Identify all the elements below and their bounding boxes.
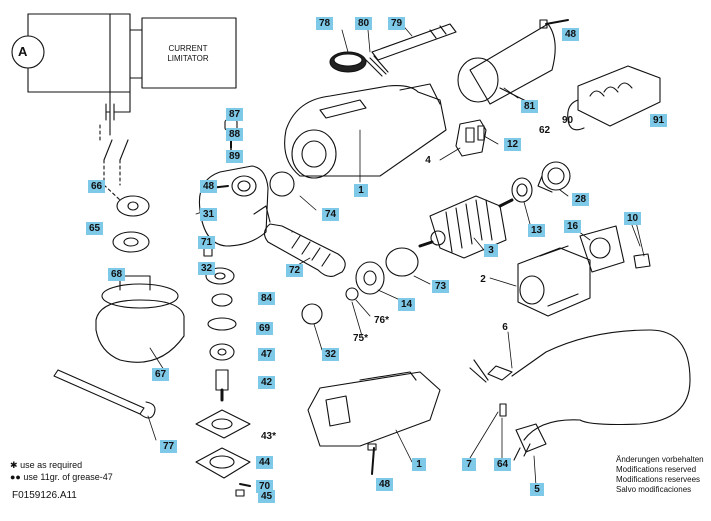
- asterisk-icon: ✱: [10, 460, 18, 470]
- limiter-box: [141, 17, 237, 89]
- nut-65: [112, 231, 150, 253]
- side-handle: [263, 171, 346, 277]
- power-cord: [469, 329, 691, 461]
- callout-48: 48: [376, 478, 394, 491]
- callout-90: 90: [562, 115, 574, 126]
- callout-2: 2: [480, 274, 486, 285]
- wheel-guard: [95, 275, 185, 363]
- callout-42: 42: [258, 376, 276, 389]
- callout-89: 89: [226, 150, 244, 163]
- current-limiter-label: CURRENT LIMITATOR: [150, 44, 226, 64]
- legend-as-required-text: use as required: [20, 460, 83, 470]
- note-line: Salvo modificaciones: [616, 485, 692, 494]
- callout-76: 76*: [374, 315, 390, 326]
- limiter-label-line2: LIMITATOR: [167, 54, 209, 63]
- note-line: Änderungen vorbehalten: [616, 455, 704, 464]
- legend-grease-text: use 11gr. of grease-47: [23, 472, 113, 482]
- callout-78: 78: [316, 17, 334, 30]
- figure-code: F0159126.A11: [12, 490, 77, 501]
- double-dot-icon: ●●: [10, 472, 21, 482]
- callout-31: 31: [200, 208, 218, 221]
- armature: [418, 195, 514, 259]
- callout-10: 10: [624, 212, 642, 225]
- callout-62: 62: [539, 125, 551, 136]
- callout-44: 44: [256, 456, 274, 469]
- motor-symbol: [11, 35, 45, 69]
- callout-7: 7: [462, 458, 476, 471]
- callout-48: 48: [562, 28, 580, 41]
- leader-lines: [147, 21, 645, 487]
- rings-73-76: [301, 247, 419, 325]
- callout-81: 81: [521, 100, 539, 113]
- spanner: [53, 369, 156, 419]
- switch-assembly: [329, 23, 457, 77]
- callout-88: 88: [226, 128, 244, 141]
- callout-1: 1: [412, 458, 426, 471]
- note-line: Modifications reservees: [616, 475, 701, 484]
- bearing-13: [511, 177, 533, 203]
- callout-4: 4: [425, 155, 431, 166]
- callout-14: 14: [398, 298, 416, 311]
- callout-77: 77: [160, 440, 178, 453]
- callout-75: 75*: [353, 333, 369, 344]
- motor-housing-upper: [284, 83, 447, 179]
- callout-32: 32: [322, 348, 340, 361]
- motor-cover: [457, 23, 556, 105]
- legend-grease: ●● use 11gr. of grease-47: [10, 472, 113, 482]
- callout-45: 45: [258, 490, 276, 503]
- callout-43: 43*: [261, 431, 277, 442]
- callout-72: 72: [286, 264, 304, 277]
- callout-79: 79: [388, 17, 406, 30]
- callout-84: 84: [258, 292, 276, 305]
- legend-as-required: ✱ use as required: [10, 460, 82, 471]
- note-line: Modifications reserved: [616, 465, 697, 474]
- callout-5: 5: [530, 483, 544, 496]
- callout-73: 73: [432, 280, 450, 293]
- callout-91: 91: [650, 114, 668, 127]
- callout-3: 3: [484, 244, 498, 257]
- field-coil: [517, 245, 591, 317]
- callout-68: 68: [108, 268, 126, 281]
- callout-70: 70: [256, 480, 274, 493]
- callout-69: 69: [256, 322, 274, 335]
- callout-71: 71: [198, 236, 216, 249]
- bearing-cup: [537, 161, 571, 193]
- callout-64: 64: [494, 458, 512, 471]
- motor-housing-lower: [307, 371, 441, 475]
- limiter-label-line1: CURRENT: [168, 44, 208, 53]
- callout-1: 1: [354, 184, 368, 197]
- brush-holder: [455, 119, 487, 157]
- modification-notes: Änderungen vorbehalten Modifications res…: [616, 455, 704, 495]
- callout-12: 12: [504, 138, 522, 151]
- cord-clamp-assembly: [567, 65, 661, 131]
- gear-head-housing: [198, 165, 271, 247]
- callout-87: 87: [226, 108, 244, 121]
- wiring-schematic: [11, 13, 237, 201]
- callout-47: 47: [258, 348, 276, 361]
- spindle-parts: [195, 243, 251, 497]
- callout-80: 80: [355, 17, 373, 30]
- callout-67: 67: [152, 368, 170, 381]
- callout-48: 48: [200, 180, 218, 193]
- callout-74: 74: [322, 208, 340, 221]
- callout-13: 13: [528, 224, 546, 237]
- flange-66: [116, 195, 150, 217]
- callout-28: 28: [572, 193, 590, 206]
- callout-65: 65: [86, 222, 104, 235]
- callout-32: 32: [198, 262, 216, 275]
- callout-66: 66: [88, 180, 106, 193]
- callout-6: 6: [502, 322, 508, 333]
- motor-label: A: [18, 44, 28, 59]
- callout-16: 16: [564, 220, 582, 233]
